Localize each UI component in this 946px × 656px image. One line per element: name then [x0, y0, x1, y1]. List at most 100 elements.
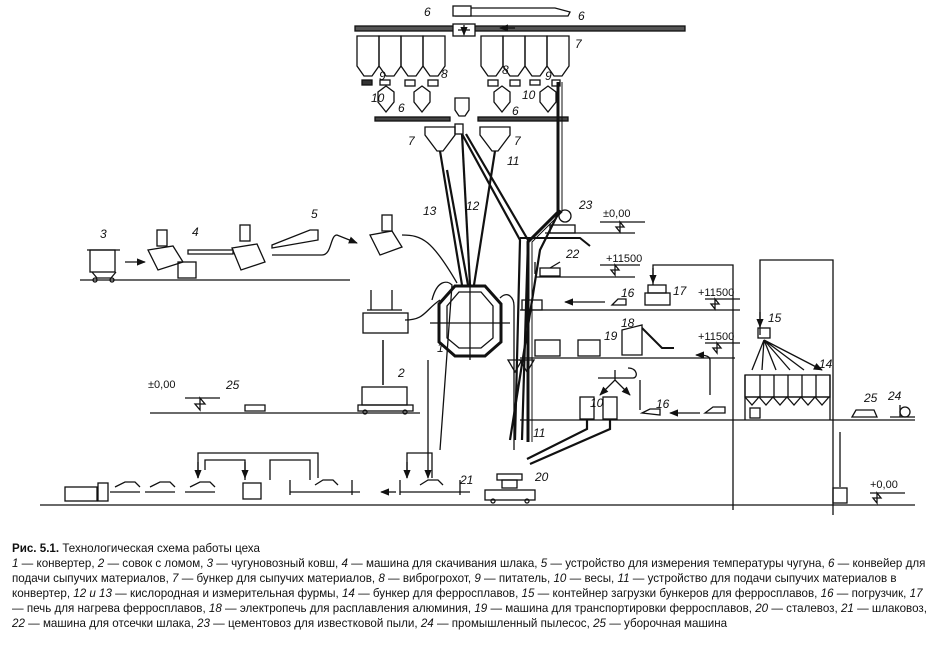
legend-number: 4 [341, 557, 348, 570]
legend-number: 22 [12, 617, 25, 630]
bottom-ferro-weigher [832, 432, 905, 505]
legend-text: бункер для сыпучих материалов [196, 572, 372, 585]
tilting-ladle-2 [231, 224, 266, 271]
label-3: 3 [100, 227, 107, 241]
legend-item: 23 — цементовоз для известковой пыли, [197, 617, 421, 630]
legend-number: 7 [172, 572, 179, 585]
legend-number: 15 [521, 587, 535, 600]
legend-item: 5 — устройство для измерения температуры… [540, 557, 828, 570]
figure-caption: Рис. 5.1. Технологическая схема работы ц… [12, 541, 937, 631]
legend-number: 23 [197, 617, 210, 630]
label-1: 1 [437, 341, 444, 355]
legend-text: конвейер для подачи сыпучих материалов [12, 557, 926, 585]
label-9-b: 9 [545, 69, 552, 83]
container-15 [751, 259, 834, 515]
legend-number: 2 [97, 557, 105, 570]
label-7-c: 7 [514, 134, 522, 148]
label-6-b: 6 [578, 9, 585, 23]
label-8-a: 8 [441, 67, 448, 81]
legend-number: 17 [909, 587, 923, 600]
legend-text: электропечь для расплавления алюминия [239, 602, 468, 615]
legend-text: промышленный пылесос [451, 617, 587, 630]
vibro-screens-feeders-8-9 [361, 79, 561, 87]
tilting-ladle [147, 229, 197, 279]
legend-item: 8 — виброгрохот, [378, 572, 475, 585]
level-11500-b: +11500 [698, 287, 734, 299]
label-9-a: 9 [379, 69, 386, 83]
steel-carrier-20 [484, 473, 536, 504]
weighers-10-lower [526, 367, 726, 466]
label-10-a: 10 [371, 91, 385, 105]
legend-text: виброгрохот [402, 572, 468, 585]
legend-number: 12 и 13 [73, 587, 112, 600]
lower-conveyors-6 [374, 82, 569, 442]
converter-bunkers-7 [424, 123, 511, 152]
bulk-bunkers-left-7 [356, 35, 446, 77]
legend-item: 25 — уборочная машина [593, 617, 728, 630]
legend-text: питатель [498, 572, 548, 585]
legend-text: кислородная и измерительная фурмы [130, 587, 336, 600]
label-7-a: 7 [575, 37, 583, 51]
legend-number: 19 [474, 602, 488, 615]
level-11500-a: +11500 [606, 253, 642, 265]
label-11-a: 11 [507, 154, 519, 168]
legend-number: 14 [341, 587, 355, 600]
level-zero-bottom: +0,00 [870, 479, 898, 491]
label-16-b: 16 [656, 397, 670, 411]
legend-item: 6 — конвейер для подачи сыпучих материал… [12, 557, 926, 585]
caption-title: Рис. 5.1. Технологическая схема работы ц… [12, 541, 937, 556]
label-25-b: 25 [863, 391, 878, 405]
legend-text: уборочная машина [624, 617, 728, 630]
legend-item: 14 — бункер для ферросплавов, [341, 587, 522, 600]
label-10-c: 10 [590, 396, 604, 410]
label-16-a: 16 [621, 286, 635, 300]
legend-text: машина для скачивания шлака [366, 557, 535, 570]
label-18: 18 [621, 316, 635, 330]
label-22: 22 [565, 247, 580, 261]
legend-item: 11 — устройство для подачи сыпучих матер… [12, 572, 897, 600]
label-17: 17 [673, 284, 688, 298]
legend-text: печь для нагрева ферросплавов [26, 602, 203, 615]
legend-item: 3 — чугуновозный ковш, [206, 557, 342, 570]
legend-item: 15 — контейнер загрузки бункеров для фер… [521, 587, 821, 600]
legend-text: устройство для подачи сыпучих материалов… [12, 572, 897, 600]
figure-number: Рис. 5.1. [12, 542, 60, 555]
slag-train [64, 360, 470, 502]
legend-item: 1 — конвертер, [12, 557, 98, 570]
legend-number: 9 [474, 572, 481, 585]
level-11500-c: +11500 [698, 331, 734, 343]
legend-number: 3 [206, 557, 214, 570]
legend-item: 7 — бункер для сыпучих материалов, [172, 572, 379, 585]
ferroalloy-bunkers-14 [744, 374, 831, 420]
legend-item: 19 — машина для транспортировки ферроспл… [474, 602, 756, 615]
legend-item: 4 — машина для скачивания шлака, [341, 557, 541, 570]
label-14: 14 [819, 357, 833, 371]
weighers-10 [377, 85, 557, 117]
legend-item: 21 — шлаковоз, [840, 602, 927, 615]
component-labels: 1 2 3 4 5 6 6 6 6 7 7 7 8 8 9 9 10 10 10… [100, 5, 902, 491]
label-11-b: 11 [533, 426, 545, 440]
temp-measurement-5 [271, 229, 319, 249]
hot-metal-line [80, 214, 458, 284]
level-16-17-floor [520, 264, 740, 510]
label-7-b: 7 [408, 134, 416, 148]
label-23: 23 [578, 198, 593, 212]
lances-chutes-11-12-13 [438, 133, 561, 441]
legend-text: контейнер загрузки бункеров для ферроспл… [552, 587, 815, 600]
level-zero-left: ±0,00 [148, 379, 175, 391]
legend-text: шлаковоз [871, 602, 924, 615]
legend-text: бункер для ферросплавов [372, 587, 516, 600]
label-25-a: 25 [225, 378, 240, 392]
cleaning-vehicles-24-25 [850, 405, 915, 418]
label-10-b: 10 [522, 88, 536, 102]
legend-number: 24 [420, 617, 434, 630]
level-zero-top: ±0,00 [603, 208, 630, 220]
slag-cutoff-machine-22 [534, 261, 561, 277]
legend-item: 10 — весы, [553, 572, 618, 585]
label-6-a: 6 [424, 5, 431, 19]
deslagging-machine-4 [187, 249, 234, 255]
label-20: 20 [534, 470, 549, 484]
legend-text: чугуновозный ковш [231, 557, 336, 570]
legend-item: 24 — промышленный пылесос, [420, 617, 594, 630]
legend-number: 21 [840, 602, 854, 615]
